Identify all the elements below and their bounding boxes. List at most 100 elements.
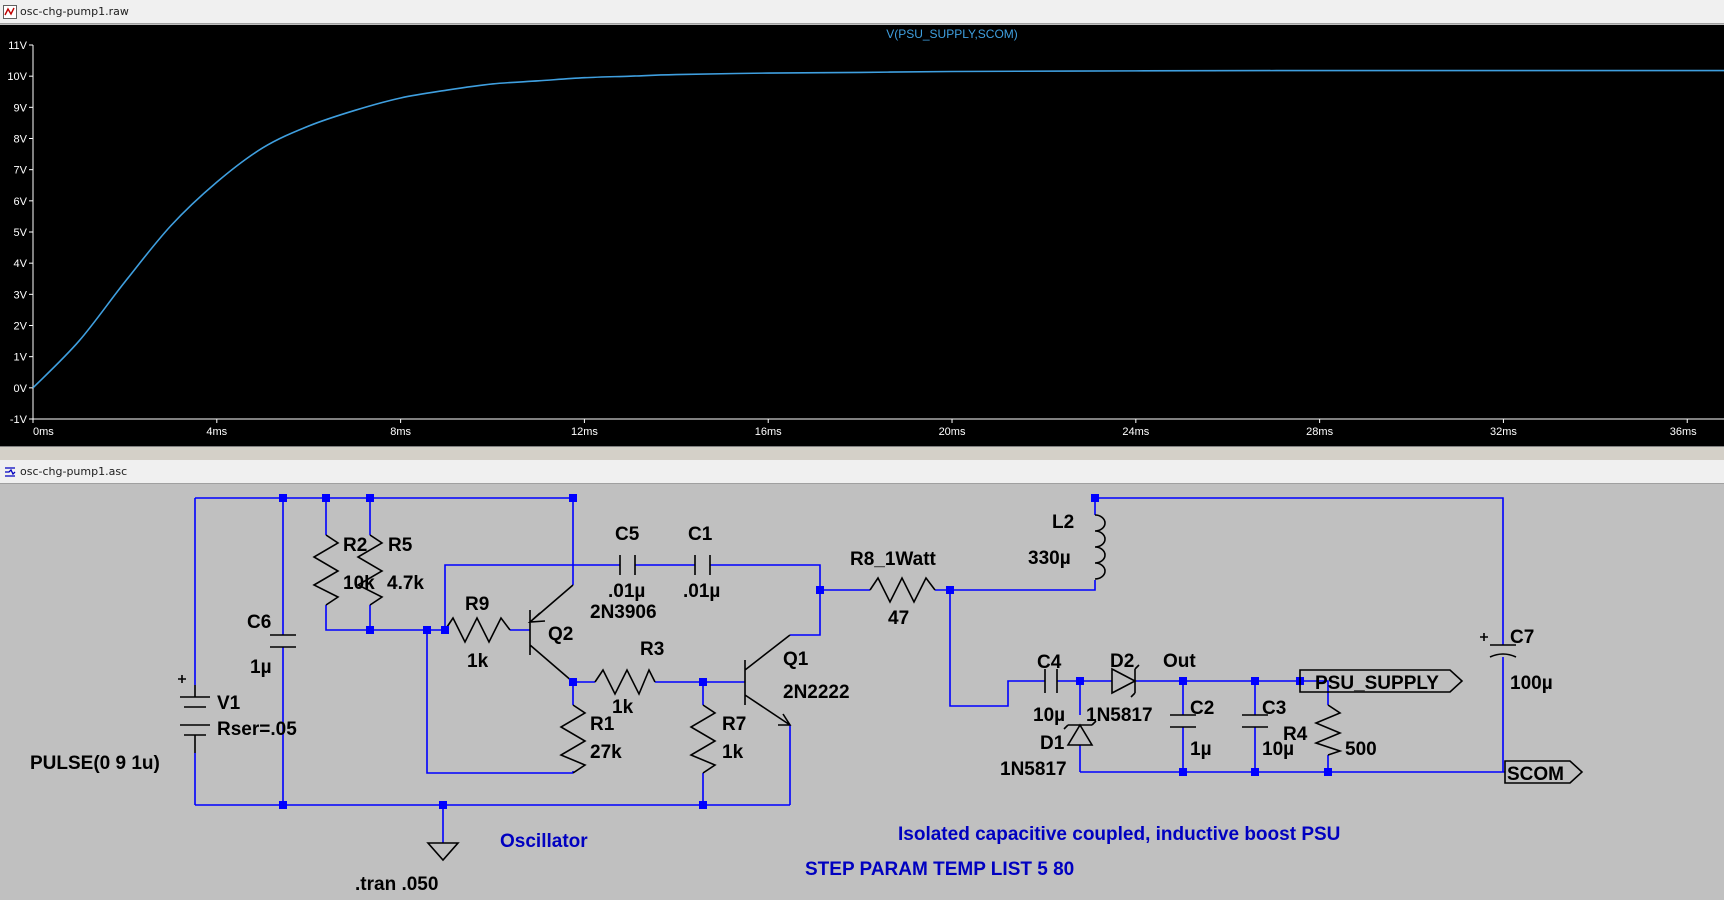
y-tick-label: 0V (14, 383, 28, 395)
c7-name[interactable]: C7 (1510, 627, 1534, 648)
wire-top-right (1095, 497, 1504, 645)
v1-name[interactable]: V1 (217, 693, 241, 714)
junction-node (569, 678, 577, 686)
r1-name[interactable]: R1 (590, 714, 615, 735)
y-tick-label: 3V (14, 289, 28, 301)
q2-symbol (527, 584, 574, 683)
junction-node (439, 801, 447, 809)
tran-directive[interactable]: .tran .050 (355, 874, 438, 895)
q1-symbol (744, 634, 792, 726)
c7-value[interactable]: 100µ (1510, 673, 1553, 694)
y-tick-label: 10V (7, 71, 27, 83)
d2-name[interactable]: D2 (1110, 651, 1134, 672)
c4-value[interactable]: 10µ (1033, 705, 1065, 726)
c2-name[interactable]: C2 (1190, 698, 1214, 719)
d1-model[interactable]: 1N5817 (1000, 759, 1067, 780)
d2-model[interactable]: 1N5817 (1086, 705, 1153, 726)
c3-symbol (1242, 714, 1268, 728)
c5-name[interactable]: C5 (615, 524, 640, 545)
r1-value[interactable]: 27k (590, 742, 622, 763)
v1-param[interactable]: Rser=.05 (217, 719, 297, 740)
d1-symbol (1063, 720, 1097, 746)
c2-symbol (1170, 714, 1196, 728)
trace-line[interactable] (32, 69, 1724, 389)
step-directive[interactable]: STEP PARAM TEMP LIST 5 80 (805, 859, 1074, 880)
c2-value[interactable]: 1µ (1190, 739, 1212, 760)
x-tick-label: 20ms (939, 426, 966, 438)
c6-name[interactable]: C6 (247, 612, 271, 633)
r4-name[interactable]: R4 (1283, 724, 1308, 745)
junction-node (423, 626, 431, 634)
c7-symbol (1489, 644, 1517, 658)
x-tick-label: 8ms (390, 426, 411, 438)
r7-value[interactable]: 1k (722, 742, 744, 763)
r8-value[interactable]: 47 (888, 608, 909, 629)
q2-model[interactable]: 2N3906 (590, 602, 657, 623)
q1-name[interactable]: Q1 (783, 649, 809, 670)
junction-node (1251, 768, 1259, 776)
c1-name[interactable]: C1 (688, 524, 713, 545)
r3-name[interactable]: R3 (640, 639, 664, 660)
y-tick-label: 2V (14, 321, 28, 333)
r7-symbol (689, 704, 717, 774)
trace-label[interactable]: V(PSU_SUPPLY,SCOM) (886, 27, 1018, 41)
wire-c5-c1 (444, 564, 821, 630)
oscillator-comment[interactable]: Oscillator (500, 831, 588, 852)
v1-value[interactable]: PULSE(0 9 1u) (30, 753, 160, 774)
schematic-canvas[interactable]: R2 R5 10k 4.7k C6 1µ V1 Rser=.05 PULSE(0… (0, 485, 1724, 895)
l2-value[interactable]: 330µ (1028, 548, 1071, 569)
r9-name[interactable]: R9 (465, 594, 489, 615)
c6-value[interactable]: 1µ (250, 657, 272, 678)
scom-flag (1504, 760, 1584, 784)
junction-node (279, 801, 287, 809)
c3-value[interactable]: 10µ (1262, 739, 1294, 760)
x-tick-label: 0ms (33, 426, 54, 438)
schematic-window-titlebar[interactable]: osc-chg-pump1.asc (0, 460, 1724, 484)
junction-node (946, 586, 954, 594)
c3-name[interactable]: C3 (1262, 698, 1286, 719)
q1-model[interactable]: 2N2222 (783, 682, 850, 703)
r3-value[interactable]: 1k (612, 697, 634, 718)
waveform-icon (3, 5, 17, 19)
r2-name[interactable]: R2 (343, 535, 367, 556)
wire-to-c4 (949, 590, 1080, 707)
r5-value[interactable]: 4.7k (387, 573, 424, 594)
wire-r1-loop (426, 630, 573, 774)
c5-value[interactable]: .01µ (608, 581, 645, 602)
waveform-window-titlebar[interactable]: osc-chg-pump1.raw (0, 0, 1724, 24)
schematic-drawing[interactable]: R2 R5 10k 4.7k C6 1µ V1 Rser=.05 PULSE(0… (0, 485, 1724, 895)
r7-name[interactable]: R7 (722, 714, 746, 735)
r2-symbol (312, 534, 340, 606)
junction-node (1179, 677, 1187, 685)
r9-value[interactable]: 1k (467, 651, 489, 672)
r3-symbol (594, 668, 656, 696)
r2-value[interactable]: 10k (343, 573, 375, 594)
net-label-out[interactable]: Out (1163, 651, 1196, 672)
junction-nodes (279, 494, 1332, 809)
y-tick-label: 7V (14, 165, 28, 177)
r5-name[interactable]: R5 (388, 535, 413, 556)
schematic-window-title: osc-chg-pump1.asc (20, 465, 128, 478)
x-tick-label: 36ms (1670, 426, 1697, 438)
net-label-psu-supply[interactable]: PSU_SUPPLY (1315, 673, 1439, 694)
l2-name[interactable]: L2 (1052, 512, 1074, 533)
q2-name[interactable]: Q2 (548, 624, 573, 645)
c1-value[interactable]: .01µ (683, 581, 720, 602)
c4-name[interactable]: C4 (1037, 652, 1062, 673)
junction-node (366, 494, 374, 502)
r8-name[interactable]: R8_1Watt (850, 549, 937, 570)
junction-node (1251, 677, 1259, 685)
d1-name[interactable]: D1 (1040, 733, 1065, 754)
y-tick-label: 4V (14, 258, 28, 270)
y-tick-label: 1V (14, 352, 28, 364)
r4-value[interactable]: 500 (1345, 739, 1377, 760)
x-tick-label: 12ms (571, 426, 598, 438)
junction-node (366, 626, 374, 634)
description-comment[interactable]: Isolated capacitive coupled, inductive b… (898, 824, 1340, 845)
net-label-scom[interactable]: SCOM (1507, 764, 1564, 785)
c7-plus (1480, 633, 1488, 641)
y-tick-label: 8V (14, 134, 28, 146)
